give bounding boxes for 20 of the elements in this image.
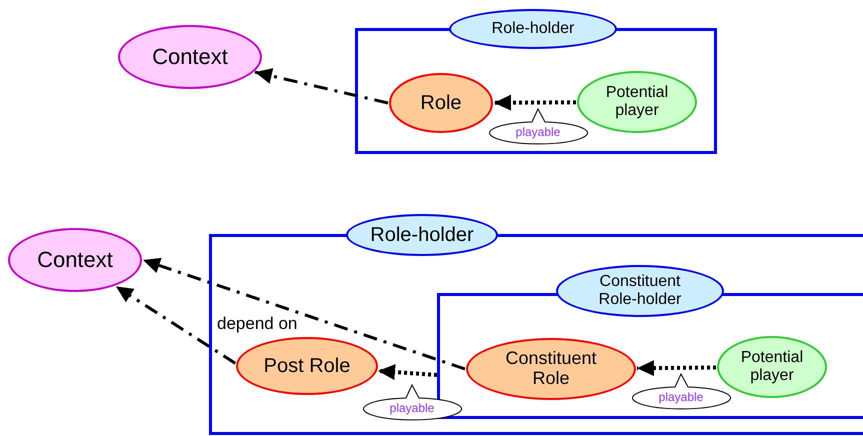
title-ellipse: Constituent Role-holder [556, 265, 724, 317]
arrow [494, 94, 576, 111]
speech-bubble-label: playable [631, 373, 731, 410]
edge-label: depend on [217, 314, 298, 334]
speech-bubble-label: playable [362, 384, 462, 421]
concept-ellipse: Potential player [577, 71, 697, 133]
concept-ellipse: Post Role [236, 337, 378, 395]
title-ellipse: Role-holder [346, 214, 498, 256]
arrow [254, 68, 388, 104]
title-ellipse: Role-holder [449, 9, 617, 49]
arrow [378, 364, 438, 380]
arrow [142, 258, 466, 370]
speech-bubble-label: playable [488, 108, 588, 145]
concept-ellipse: Context [118, 25, 262, 89]
concept-ellipse: Context [8, 228, 142, 292]
concept-ellipse: Constituent Role [466, 338, 636, 400]
arrow [636, 360, 716, 376]
concept-ellipse: Role [389, 73, 493, 133]
arrow [115, 285, 236, 365]
concept-ellipse: Potential player [717, 336, 827, 398]
